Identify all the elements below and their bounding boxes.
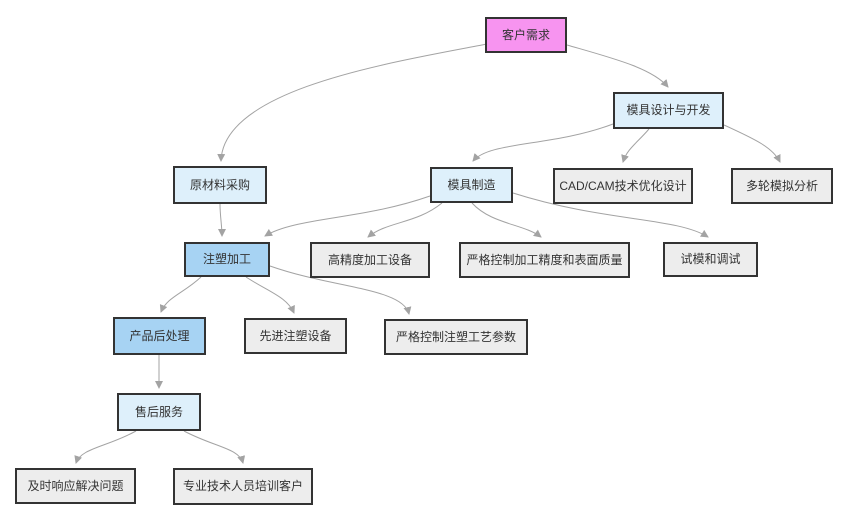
node-injection: 注塑加工: [184, 242, 270, 277]
node-multi-sim: 多轮模拟分析: [731, 168, 833, 204]
node-post-processing: 产品后处理: [113, 317, 206, 355]
edge-molddesign-to-multisim: [723, 124, 781, 163]
edge-raw-to-injection: [217, 203, 226, 237]
edge-moldmfg-to-injection: [264, 195, 431, 237]
edge-injection-to-post: [159, 276, 202, 313]
node-mold-manufacture: 模具制造: [430, 167, 513, 203]
edge-molddesign-to-cadcam: [621, 128, 650, 163]
edge-customer-to-raw: [217, 43, 488, 162]
node-customer-demand: 客户需求: [485, 17, 567, 53]
edge-injection-to-strictparam: [269, 265, 412, 315]
node-timely-response: 及时响应解决问题: [15, 468, 136, 504]
edge-injection-to-adveq: [245, 276, 295, 314]
edge-molddesign-to-moldmfg: [472, 123, 614, 162]
node-advanced-equipment: 先进注塑设备: [244, 318, 347, 354]
edge-moldmfg-to-strictprec: [471, 202, 542, 238]
edge-moldmfg-to-highprec: [367, 202, 443, 238]
node-after-sales: 售后服务: [117, 393, 201, 431]
node-trial-mold: 试模和调试: [663, 242, 758, 277]
node-strict-precision: 严格控制加工精度和表面质量: [459, 242, 630, 278]
edge-customer-to-molddesign: [566, 44, 669, 88]
node-strict-params: 严格控制注塑工艺参数: [384, 319, 528, 355]
edge-aftersales-to-timely: [74, 430, 137, 464]
node-cad-cam: CAD/CAM技术优化设计: [553, 168, 693, 204]
node-high-precision: 高精度加工设备: [310, 242, 430, 278]
edge-moldmfg-to-trial: [512, 192, 709, 238]
node-raw-material: 原材料采购: [173, 166, 267, 204]
node-training: 专业技术人员培训客户: [173, 468, 313, 505]
edge-aftersales-to-training: [183, 430, 246, 464]
node-mold-design: 模具设计与开发: [613, 92, 724, 129]
